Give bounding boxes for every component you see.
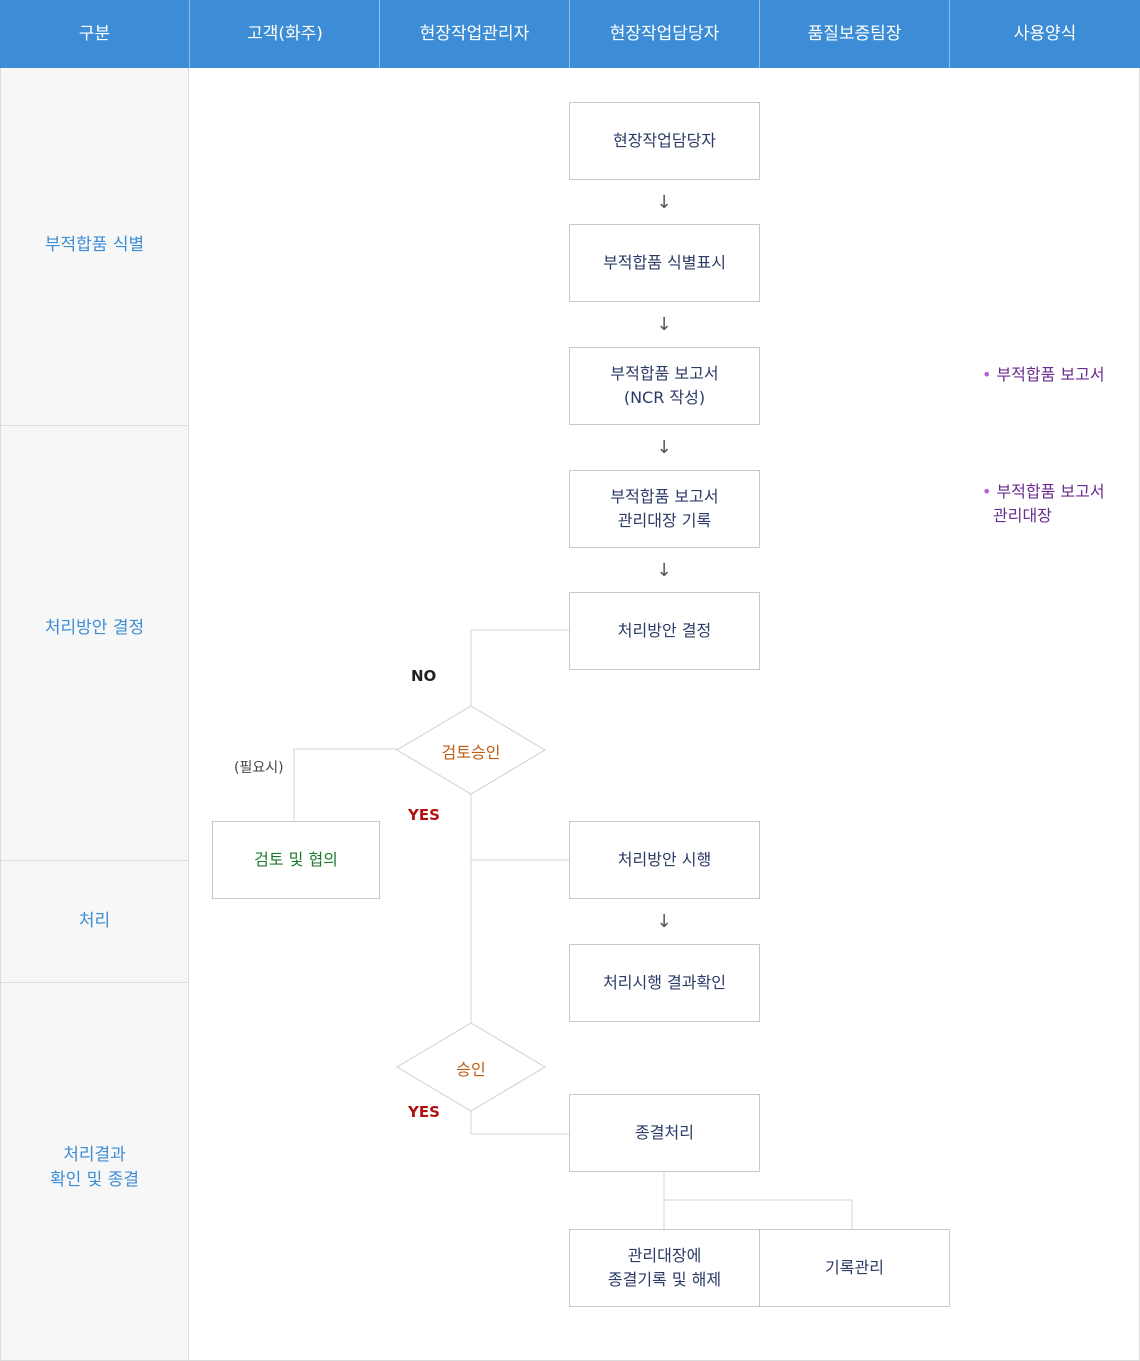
arrow-down-icon: ↓ (656, 437, 672, 458)
decision-diamond-approve (396, 1022, 546, 1112)
category-decide: 처리방안 결정 (44, 618, 145, 638)
category-process: 처리 (78, 911, 111, 931)
box-site-staff: 현장작업담당자 (569, 102, 760, 180)
category-column (0, 68, 189, 1360)
decision-diamond-review (396, 705, 546, 795)
box-ledger-record: 부적합품 보고서 관리대장 기록 (569, 470, 760, 548)
row-divider (0, 860, 189, 861)
arrow-down-icon: ↓ (656, 314, 672, 335)
box-record-manage: 기록관리 (759, 1229, 950, 1307)
box-ncr-report: 부적합품 보고서 (NCR 작성) (569, 347, 760, 425)
label-yes: YES (408, 1103, 440, 1121)
header-site-staff: 현장작업담당자 (609, 24, 720, 44)
form-ncr-ledger: •부적합품 보고서 관리대장 (982, 480, 1105, 528)
header-site-manager: 현장작업관리자 (419, 24, 530, 44)
box-verify-result: 처리시행 결과확인 (569, 944, 760, 1022)
bullet-icon: • (982, 482, 992, 501)
arrow-down-icon: ↓ (656, 911, 672, 932)
diamond-approve-label: 승인 (456, 1060, 486, 1079)
box-review-consult: 검토 및 협의 (212, 821, 380, 899)
row-divider (0, 982, 189, 983)
box-identify-mark: 부적합품 식별표시 (569, 224, 760, 302)
category-confirm: 처리결과 확인 및 종결 (49, 1145, 139, 1190)
label-yes: YES (408, 806, 440, 824)
form-ledger-name: 부적합품 보고서 (996, 482, 1105, 501)
box-close: 종결처리 (569, 1094, 760, 1172)
header-forms: 사용양식 (1013, 24, 1077, 44)
bullet-icon: • (982, 365, 992, 384)
header-qa-lead: 품질보증팀장 (807, 24, 902, 44)
box-decide-action: 처리방안 결정 (569, 592, 760, 670)
header-category: 구분 (78, 24, 111, 44)
category-identify: 부적합품 식별 (44, 235, 145, 255)
label-if-needed: (필요시) (234, 760, 284, 776)
table-header: 구분 고객(화주) 현장작업관리자 현장작업담당자 품질보증팀장 사용양식 (0, 0, 1140, 68)
form-ledger-name-2: 관리대장 (993, 506, 1052, 525)
row-divider (0, 425, 189, 426)
box-ledger-close: 관리대장에 종결기록 및 해제 (569, 1229, 760, 1307)
form-ncr-name: 부적합품 보고서 (996, 365, 1105, 384)
form-ncr: •부적합품 보고서 (982, 363, 1105, 387)
header-customer: 고객(화주) (247, 24, 323, 44)
label-no: NO (411, 667, 437, 685)
arrow-down-icon: ↓ (656, 192, 672, 213)
diamond-review-label: 검토승인 (441, 743, 501, 762)
box-execute-action: 처리방안 시행 (569, 821, 760, 899)
arrow-down-icon: ↓ (656, 560, 672, 581)
